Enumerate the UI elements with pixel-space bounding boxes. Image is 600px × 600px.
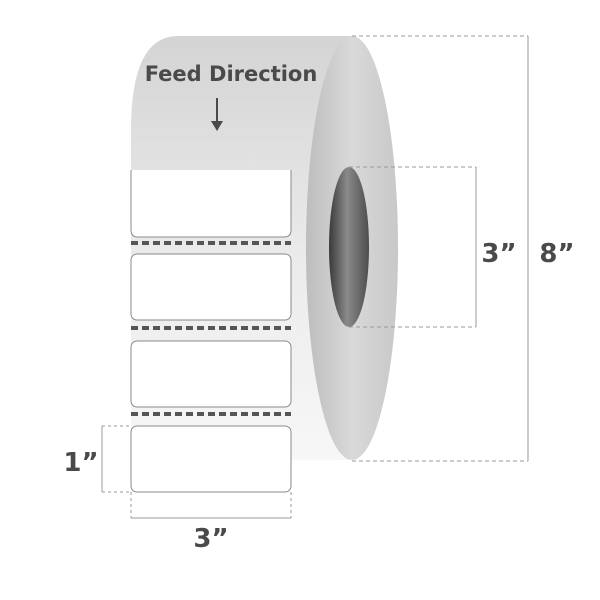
feed-direction-label: Feed Direction	[145, 62, 318, 86]
label-width-dimension: 3”	[130, 492, 292, 554]
roll-diameter-dimension: 8”	[352, 35, 575, 462]
label-height-dimension: 1”	[63, 425, 131, 493]
roll-diameter-label: 8”	[539, 239, 574, 269]
label	[130, 340, 292, 408]
label-height-label: 1”	[63, 448, 98, 478]
feed-direction: Feed Direction	[145, 62, 318, 131]
core-diameter-label: 3”	[481, 239, 516, 269]
core-diameter-dimension: 3”	[349, 166, 517, 328]
label	[130, 253, 292, 321]
label-bottom	[130, 425, 292, 493]
core-hole	[329, 167, 369, 327]
label-strip	[130, 170, 292, 493]
label-top	[130, 170, 292, 238]
label-width-label: 3”	[193, 524, 228, 554]
down-arrow-icon	[211, 98, 223, 131]
